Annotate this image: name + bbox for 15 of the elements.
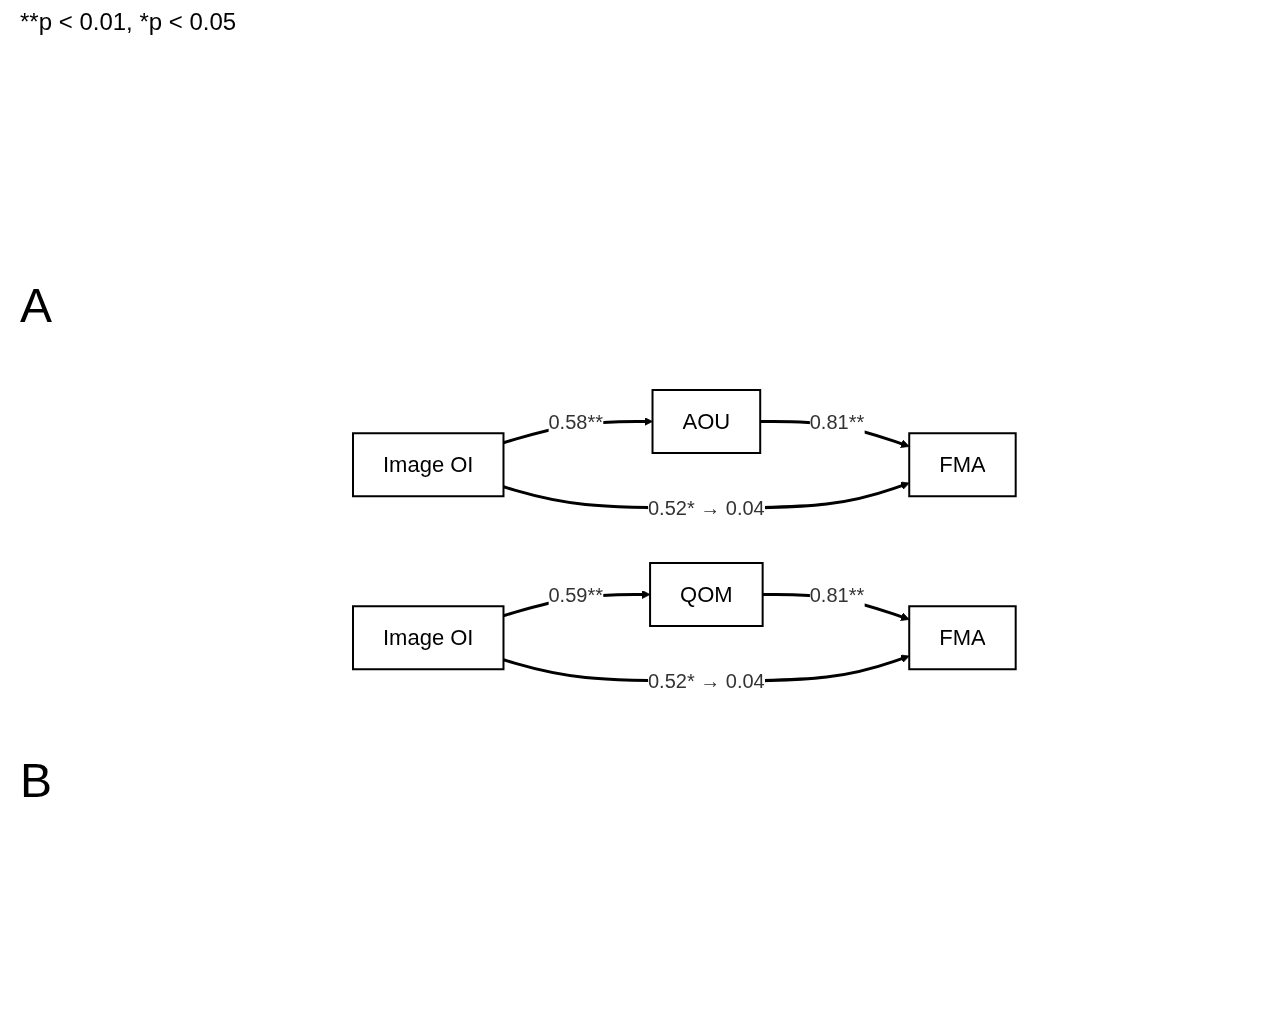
node-box: QOM bbox=[649, 562, 764, 627]
edge-label: 0.58** bbox=[548, 410, 604, 433]
edge-label: 0.52* → 0.04 bbox=[648, 670, 765, 692]
node-box: Image OI bbox=[352, 605, 505, 671]
node-box: Image OI bbox=[352, 432, 505, 498]
edge-label: 0.52* → 0.04 bbox=[648, 497, 765, 519]
panel-letter: A bbox=[20, 278, 53, 333]
node-box: FMA bbox=[908, 432, 1017, 498]
node-box: AOU bbox=[651, 389, 762, 454]
edge-label: 0.81** bbox=[809, 410, 865, 433]
node-box: FMA bbox=[908, 605, 1017, 671]
edge-label: 0.59** bbox=[548, 583, 604, 606]
panel-letter: B bbox=[20, 753, 53, 808]
significance-note: **p < 0.01, *p < 0.05 bbox=[20, 8, 237, 36]
edge-label: 0.81** bbox=[809, 583, 865, 606]
